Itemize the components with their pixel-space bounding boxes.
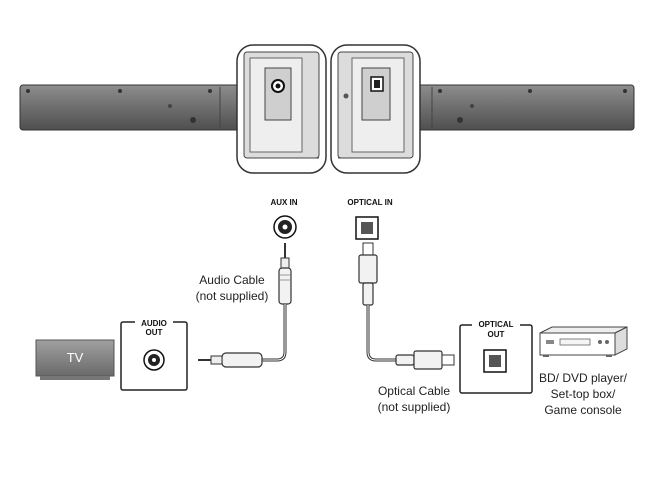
player-label-3: Game console [544, 403, 622, 417]
audio-cable-label: Audio Cable [199, 273, 265, 287]
audio-cable-plug-top [278, 243, 292, 305]
tv-device: TV [35, 339, 115, 380]
soundbar-left [19, 84, 241, 131]
audio-cable-note: (not supplied) [196, 289, 269, 303]
optical-in-label: OPTICAL IN [347, 198, 392, 207]
audio-cable-plug-left [198, 352, 263, 368]
optical-cable-note: (not supplied) [378, 400, 451, 414]
soundbar-right [411, 84, 635, 131]
optical-out-label-2: OUT [488, 330, 505, 339]
optical-cable-label: Optical Cable [378, 384, 450, 398]
optical-out-panel: OPTICAL OUT [459, 319, 533, 394]
audio-out-label-1: AUDIO [141, 319, 167, 328]
optical-cable-wire [366, 305, 396, 362]
optical-out-label-1: OPTICAL [478, 320, 513, 329]
player-label-1: BD/ DVD player/ [539, 371, 628, 385]
audio-cable-wire [262, 304, 287, 362]
player-label-2: Set-top box/ [551, 387, 616, 401]
aux-zoom-callout [236, 44, 327, 174]
aux-in-jack-icon [273, 215, 297, 239]
audio-out-panel: AUDIO OUT [120, 317, 188, 391]
tv-label: TV [67, 350, 84, 365]
audio-out-label-2: OUT [146, 328, 163, 337]
optical-cable-plug-top [358, 242, 378, 306]
player-device [539, 326, 628, 357]
aux-in-label: AUX IN [270, 198, 297, 207]
optical-in-port-icon [355, 216, 379, 240]
optical-cable-plug-right [395, 350, 455, 370]
optical-zoom-callout [330, 44, 421, 174]
